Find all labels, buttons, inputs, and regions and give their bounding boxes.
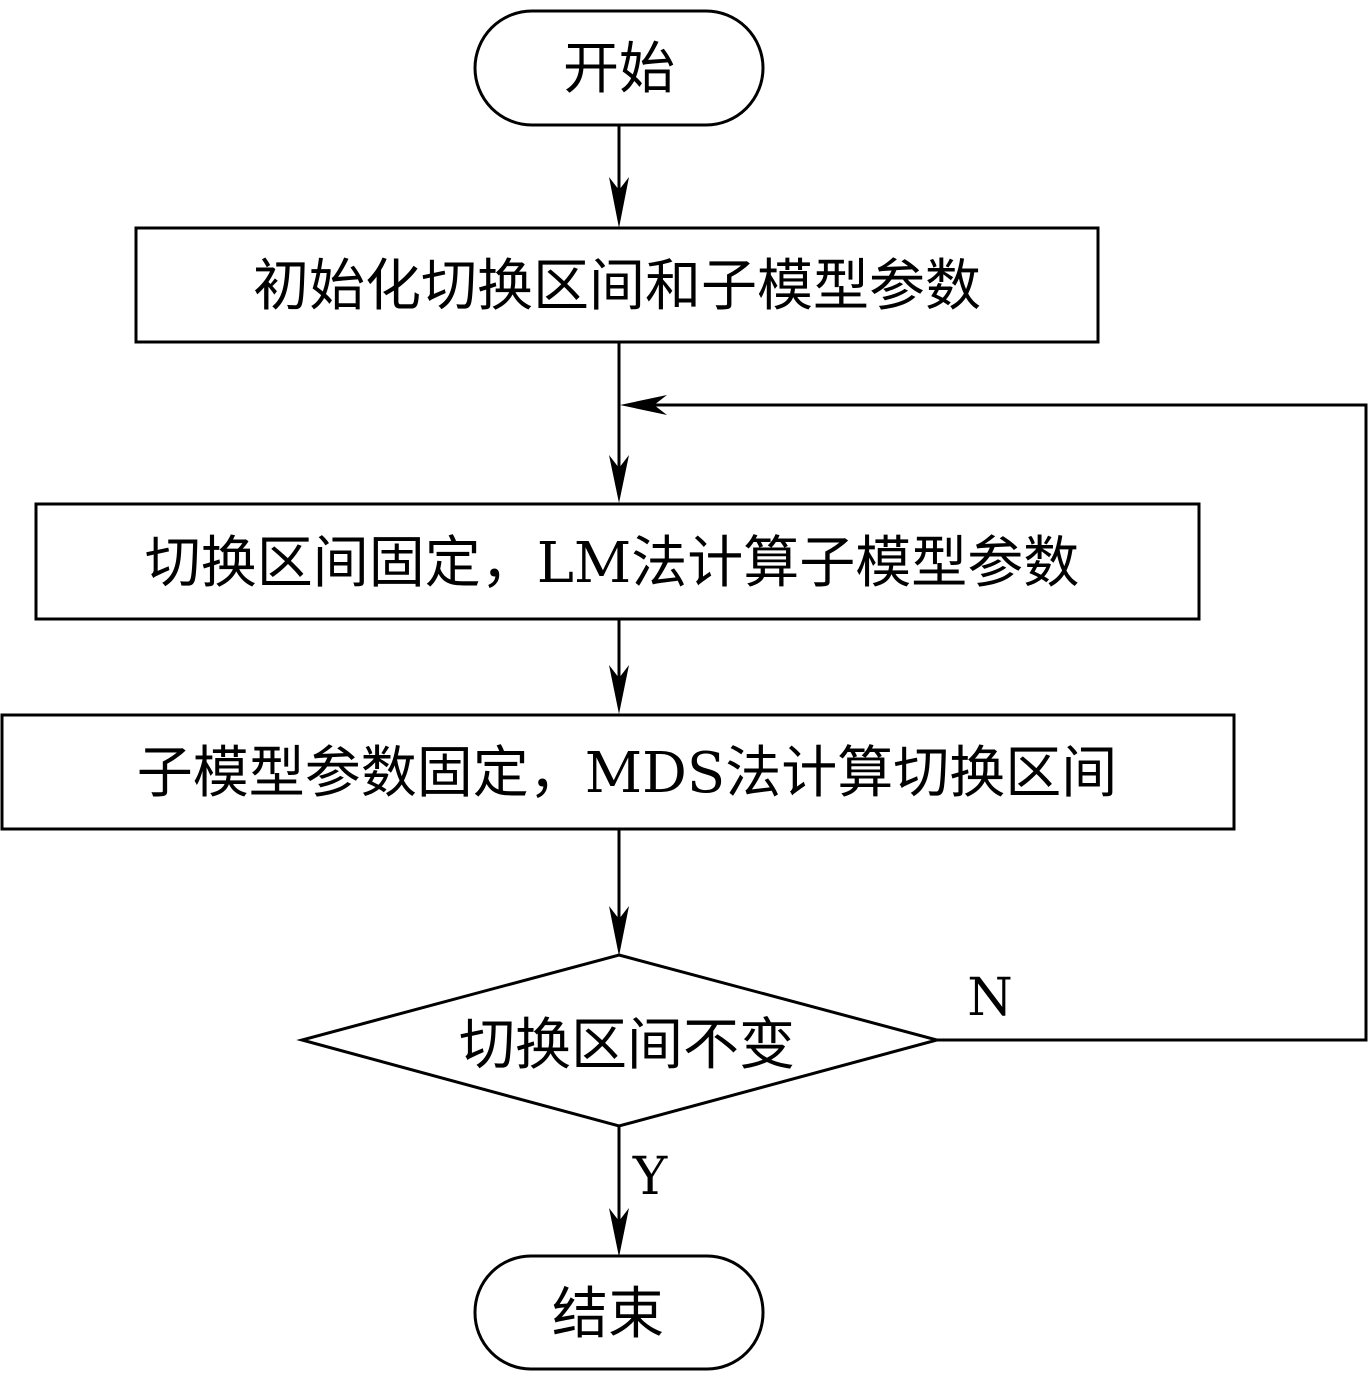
branch-label-yes: Y [632,1147,668,1207]
check-node: 切换区间不变 [296,953,943,1128]
end-node: 结束 [473,1254,765,1371]
branch-label-no: N [967,968,1013,1028]
arrow-down-icon [609,177,629,228]
lm-step-label: 切换区间固定，LM法计算子模型参数 [145,531,1080,596]
arrow-left-icon [620,395,667,415]
edge-check-no-loop: N [620,395,1368,1042]
arrow-down-icon [609,906,629,956]
mds-step-node: 子模型参数固定，MDS法计算切换区间 [0,713,1236,831]
end-label: 结束 [552,1282,664,1347]
edge-check-yes: Y [609,1126,668,1257]
lm-step-process-box [34,502,1201,621]
start-label: 开始 [563,37,675,102]
init-label: 初始化切换区间和子模型参数 [253,254,981,319]
mds-step-label: 子模型参数固定，MDS法计算切换区间 [137,741,1118,806]
lm-step-node: 切换区间固定，LM法计算子模型参数 [34,502,1201,621]
edge-lm-to-mds [609,619,629,714]
init-node: 初始化切换区间和子模型参数 [134,226,1100,344]
arrow-down-icon [609,1208,629,1257]
arrow-down-icon [609,665,629,714]
end-terminal-shape [473,1254,765,1371]
check-label: 切换区间不变 [459,1013,795,1078]
edge-init-to-lm [609,342,629,503]
loop-back-connector [630,403,1368,1042]
start-node: 开始 [473,9,765,127]
arrow-down-icon [609,455,629,503]
init-process-box [134,226,1100,344]
edge-mds-to-check [609,829,629,956]
edge-start-to-init [609,125,629,228]
